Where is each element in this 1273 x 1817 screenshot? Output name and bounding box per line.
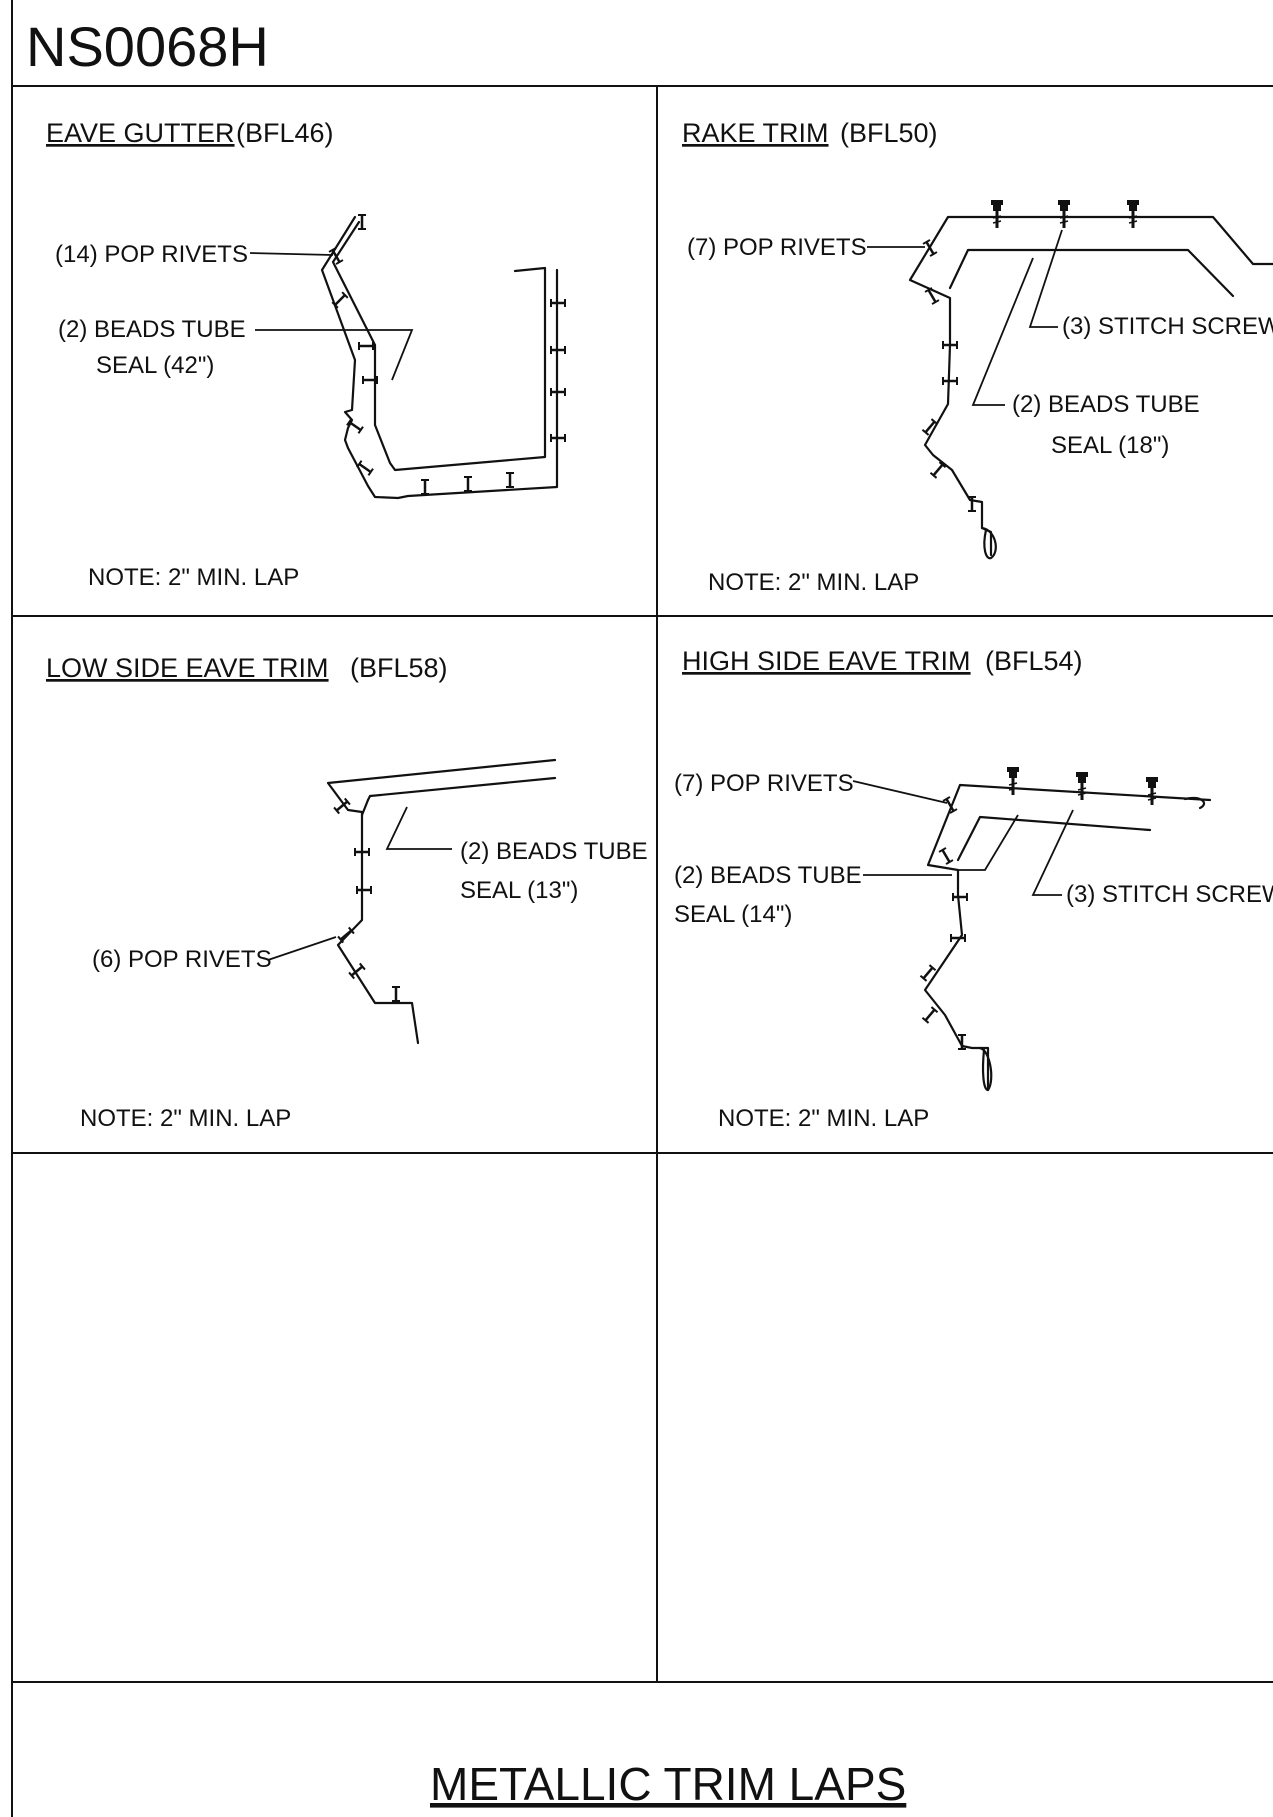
panel-title-low-side-eave-trim: LOW SIDE EAVE TRIM bbox=[46, 653, 329, 683]
callout-seal-line1: (2) BEADS TUBE bbox=[1012, 391, 1200, 418]
panel-title-rake-trim: RAKE TRIM bbox=[682, 118, 829, 148]
callout-seal-line1: (2) BEADS TUBE bbox=[460, 838, 648, 865]
stitch-screw-icon bbox=[989, 198, 1005, 230]
pop-rivet-icon bbox=[504, 471, 516, 489]
pop-rivet-icon bbox=[951, 891, 969, 903]
panel-title-eave-gutter: EAVE GUTTER bbox=[46, 118, 235, 148]
pop-rivet-icon bbox=[462, 475, 474, 493]
note-high-side-eave-trim: NOTE: 2" MIN. LAP bbox=[718, 1105, 929, 1132]
panel-high-side-eave-trim: HIGH SIDE EAVE TRIM (BFL54) (7) POP RIVE… bbox=[674, 646, 1273, 1132]
pop-rivet-icon bbox=[390, 985, 402, 1003]
callout-seal-line2: SEAL (18") bbox=[1051, 432, 1169, 459]
callout-pop-rivets: (7) POP RIVETS bbox=[687, 234, 867, 261]
note-low-side-eave-trim: NOTE: 2" MIN. LAP bbox=[80, 1105, 291, 1132]
panel-eave-gutter: EAVE GUTTER (BFL46) (14) POP RIVETS (2) … bbox=[46, 118, 567, 591]
callout-seal-line2: SEAL (14") bbox=[674, 901, 792, 928]
panel-code-rake-trim: (BFL50) bbox=[840, 118, 938, 148]
callout-seal-line1: (2) BEADS TUBE bbox=[674, 862, 862, 889]
footer-title: METALLIC TRIM LAPS bbox=[430, 1758, 906, 1810]
pop-rivet-icon bbox=[921, 1005, 939, 1025]
stitch-screw-icon bbox=[1144, 775, 1160, 807]
pop-rivet-icon bbox=[330, 290, 350, 310]
pop-rivet-icon bbox=[929, 460, 947, 480]
pop-rivet-icon bbox=[419, 478, 431, 496]
callout-stitch-screws: (3) STITCH SCREWS bbox=[1066, 881, 1273, 908]
panel-low-side-eave-trim: LOW SIDE EAVE TRIM (BFL58) (2) BEADS TUB… bbox=[46, 653, 648, 1132]
panel-code-eave-gutter: (BFL46) bbox=[236, 118, 334, 148]
pop-rivet-icon bbox=[336, 926, 356, 944]
eave-gutter-profile bbox=[320, 215, 559, 500]
sheet-frame bbox=[11, 0, 1273, 1817]
panel-code-low-side-eave-trim: (BFL58) bbox=[350, 653, 448, 683]
pop-rivet-icon bbox=[357, 340, 375, 352]
panel-rake-trim: RAKE TRIM (BFL50) (7) POP RIVETS (3) STI… bbox=[682, 118, 1273, 596]
callout-stitch-screws: (3) STITCH SCREWS bbox=[1062, 313, 1273, 340]
panel-code-high-side-eave-trim: (BFL54) bbox=[985, 646, 1083, 676]
stitch-screw-icon bbox=[1125, 198, 1141, 230]
note-eave-gutter: NOTE: 2" MIN. LAP bbox=[88, 564, 299, 591]
callout-seal-line1: (2) BEADS TUBE bbox=[58, 316, 246, 343]
callout-seal-line2: SEAL (42") bbox=[96, 352, 214, 379]
callout-pop-rivets: (6) POP RIVETS bbox=[92, 946, 272, 973]
callout-pop-rivets: (7) POP RIVETS bbox=[674, 770, 854, 797]
note-rake-trim: NOTE: 2" MIN. LAP bbox=[708, 569, 919, 596]
stitch-screw-icon bbox=[1056, 198, 1072, 230]
pop-rivet-icon bbox=[941, 375, 959, 387]
callout-seal-line2: SEAL (13") bbox=[460, 877, 578, 904]
drawing-number: NS0068H bbox=[26, 15, 269, 78]
high-side-eave-trim-profile bbox=[923, 783, 1212, 1092]
panel-title-high-side-eave-trim: HIGH SIDE EAVE TRIM bbox=[682, 646, 971, 676]
low-side-eave-trim-profile bbox=[326, 758, 557, 1045]
callout-pop-rivets: (14) POP RIVETS bbox=[55, 241, 248, 268]
pop-rivet-icon bbox=[937, 846, 955, 866]
rake-trim-profile bbox=[908, 215, 1273, 560]
pop-rivet-icon bbox=[355, 884, 373, 896]
stitch-screw-icon bbox=[1074, 770, 1090, 802]
stitch-screw-icon bbox=[1005, 765, 1021, 797]
